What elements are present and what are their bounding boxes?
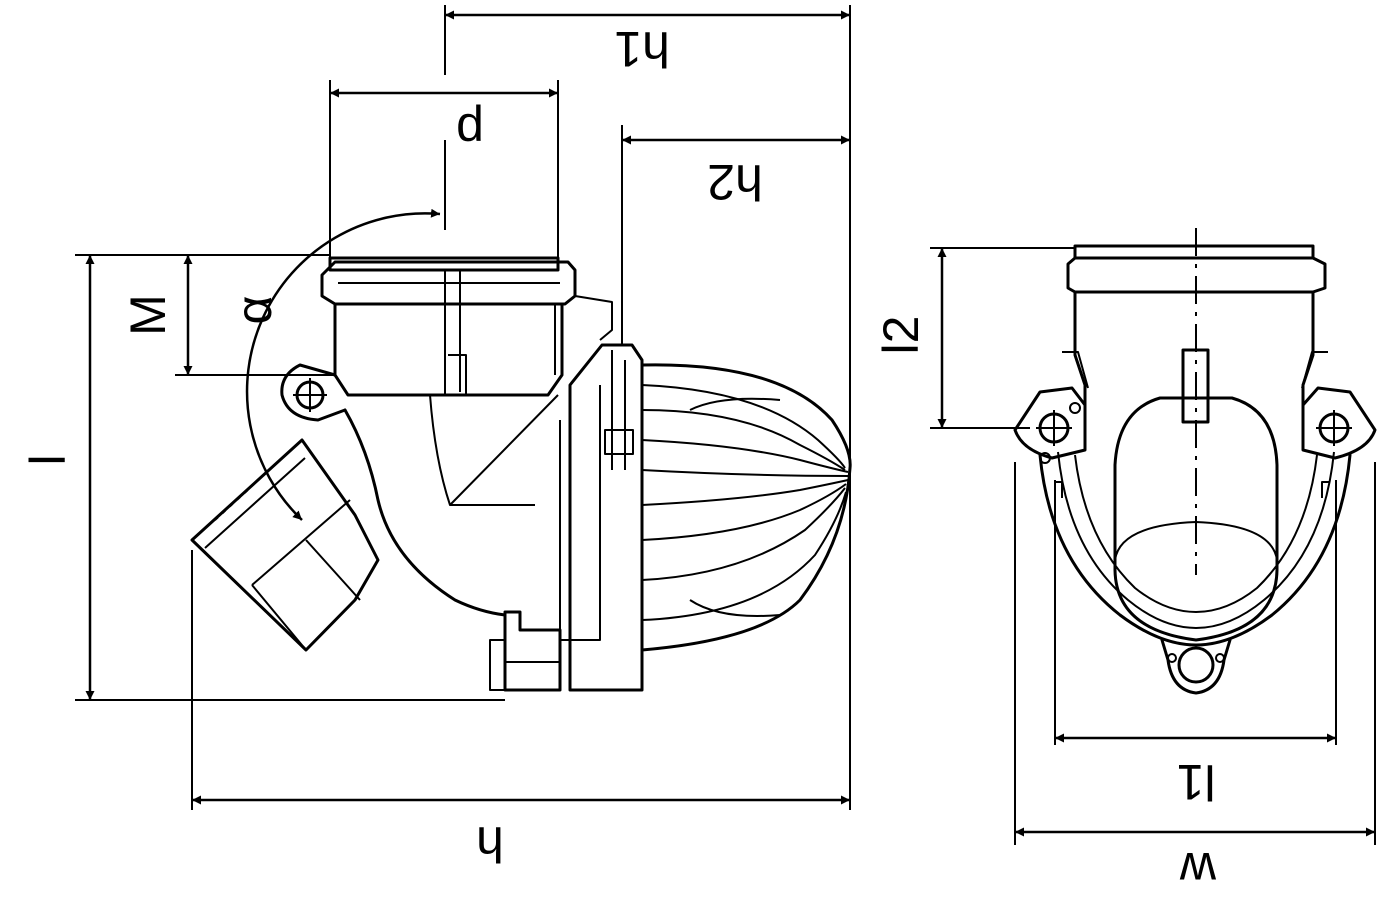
dimension-d: d (330, 88, 558, 152)
front-housing-outer (1038, 453, 1352, 647)
ribbed-cover (640, 363, 852, 652)
label-h: h (476, 816, 504, 872)
side-view: h1 d h2 M l h α (20, 5, 852, 872)
angle-alpha: α (226, 208, 441, 521)
bottom-lug-hole (1177, 646, 1215, 684)
inner-sleeve (1113, 396, 1279, 642)
collar-ring (328, 256, 560, 272)
dimension-l1: l1 (1055, 733, 1336, 810)
bottom-lug (1160, 638, 1232, 695)
dimension-w: w (1015, 827, 1375, 898)
front-collar-ring (1073, 244, 1315, 260)
label-h1: h1 (614, 21, 670, 77)
label-M: M (120, 294, 176, 336)
label-alpha: α (226, 296, 282, 325)
lower-foot (503, 610, 562, 692)
elbow-outer (343, 408, 507, 617)
label-l2: l2 (873, 316, 929, 355)
dimension-l: l (20, 255, 95, 700)
mounting-lug (280, 363, 347, 422)
dimension-h1: h1 (445, 10, 850, 77)
label-l1: l1 (1177, 754, 1216, 810)
left-ear (1013, 386, 1087, 460)
dimension-h2: h2 (622, 135, 850, 210)
front-upper-body (1073, 290, 1315, 422)
socket-front-outline (1013, 228, 1377, 695)
upper-body (333, 302, 564, 397)
label-d: d (456, 96, 484, 152)
cable-entry (190, 438, 380, 652)
base-flange (568, 343, 644, 692)
dimension-M: M (120, 255, 193, 375)
front-view: l2 l1 w (873, 228, 1377, 898)
dimension-h: h (192, 795, 850, 872)
socket-side-outline (190, 256, 852, 692)
front-collar-body (1066, 256, 1327, 294)
collar-body (320, 260, 577, 306)
label-h2: h2 (707, 154, 763, 210)
label-w: w (1179, 842, 1217, 898)
right-ear (1301, 386, 1377, 460)
dimension-l2: l2 (873, 248, 947, 428)
label-l: l (20, 454, 76, 465)
